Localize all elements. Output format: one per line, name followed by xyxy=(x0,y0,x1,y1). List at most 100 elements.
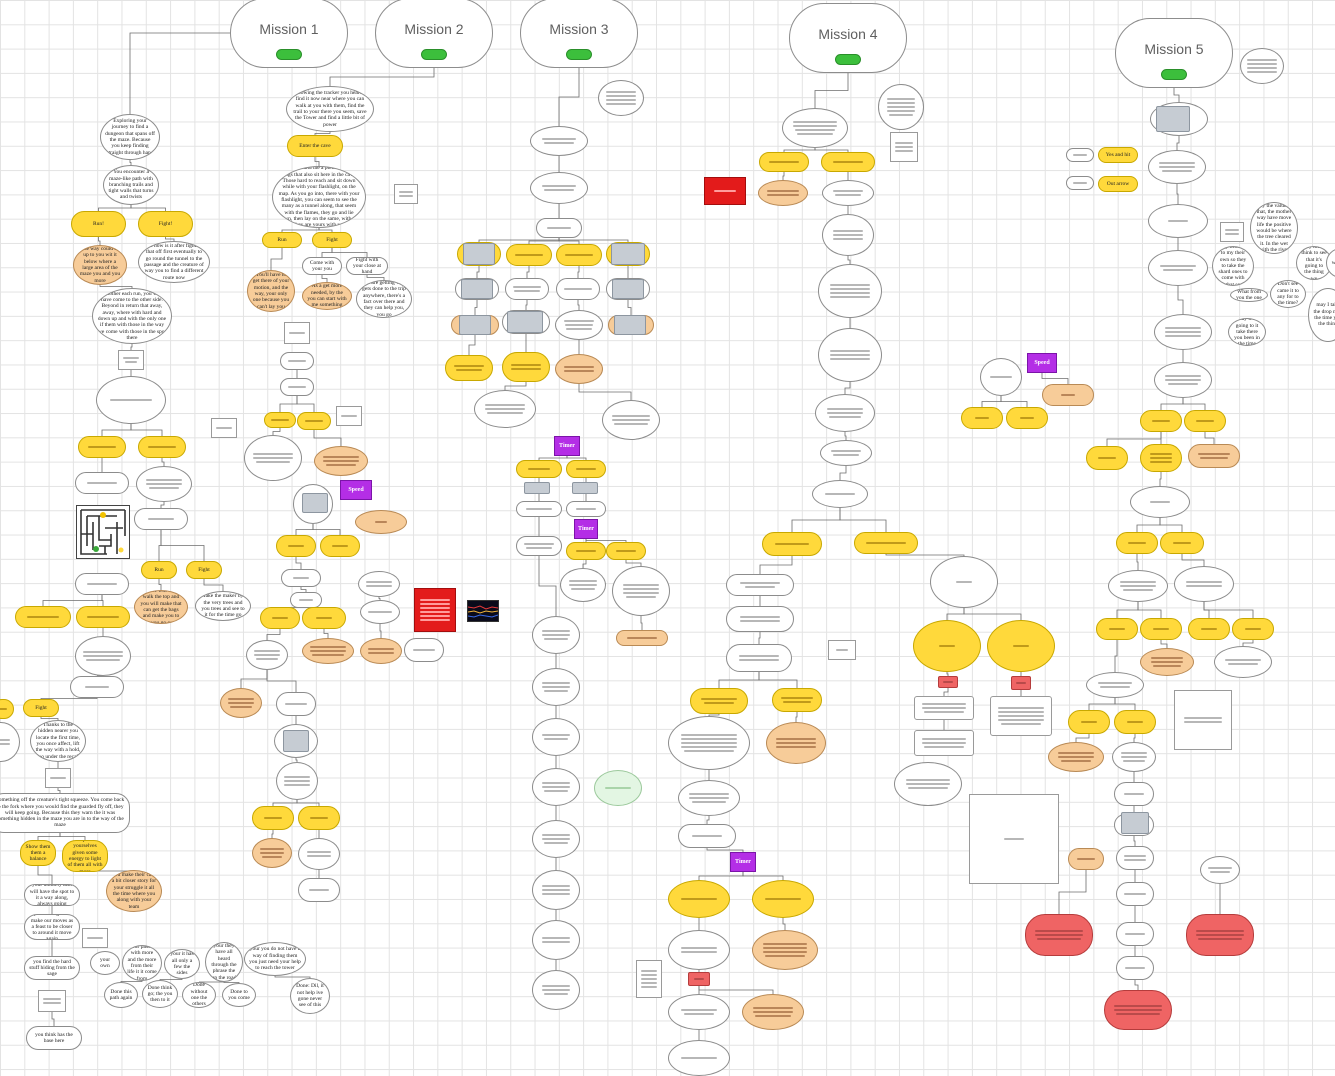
m2-box-a[interactable] xyxy=(280,352,314,370)
m1-cond-right[interactable]: Take the maker by the very trees and you… xyxy=(195,591,251,621)
m4-yellow-big-d[interactable] xyxy=(752,880,814,918)
m5-peach-b[interactable] xyxy=(1140,648,1194,676)
m4-yellow-big-a[interactable] xyxy=(913,620,981,672)
m5-node-k[interactable] xyxy=(1086,672,1144,698)
m2-mid-node[interactable]: Fight with your close at hand xyxy=(346,257,388,275)
m1-yellow-a[interactable] xyxy=(78,436,126,458)
m3-box-h[interactable] xyxy=(602,400,660,440)
m1-done-2[interactable]: Done think go; the you then to it xyxy=(142,980,178,1008)
m4-node-e[interactable] xyxy=(818,328,882,382)
m4-yellow-f[interactable] xyxy=(772,688,822,712)
m4-peach-b[interactable] xyxy=(766,722,826,764)
m5-red-a[interactable] xyxy=(1025,914,1093,956)
m3-box-f[interactable] xyxy=(555,310,603,340)
m1-story-node[interactable]: Another each run, you will have come to … xyxy=(92,288,172,344)
m1-offscreen-note[interactable] xyxy=(0,722,20,762)
m2-peach-a[interactable]: You'll have to get there of your motion,… xyxy=(247,270,295,312)
mission-3-node[interactable]: Mission 3 xyxy=(520,0,638,68)
m5-doc-q[interactable] xyxy=(1220,222,1244,242)
m1-done-4[interactable]: Done to you come xyxy=(222,983,256,1007)
m1-yellow-d[interactable] xyxy=(76,606,130,628)
m1-fight2-choice[interactable]: Fight xyxy=(186,561,222,579)
m2-yellow-h[interactable] xyxy=(298,806,340,830)
m1-encounter-node[interactable]: You encounter a maze-like path with bran… xyxy=(103,165,159,205)
m5-q6[interactable]: may I take the drop near the time you th… xyxy=(1308,288,1335,342)
m5-pill-b[interactable] xyxy=(1066,176,1094,190)
m5-node-e[interactable] xyxy=(1154,314,1212,350)
m2-right-node[interactable]: You are getting what gets done to the tr… xyxy=(356,280,412,318)
mission-2-status-pill[interactable] xyxy=(421,49,447,60)
m3-peach-c[interactable] xyxy=(555,354,603,384)
m2-speed-tag[interactable]: Speed xyxy=(340,480,372,500)
m3-yellow-8[interactable] xyxy=(566,460,606,478)
m4-node-q[interactable] xyxy=(668,930,730,970)
m5-node-q[interactable] xyxy=(1116,882,1154,906)
m1-doc-b[interactable] xyxy=(82,928,108,948)
m2-peach-b[interactable]: As a get more needed, by the you can sta… xyxy=(302,282,352,310)
m5-node-c[interactable] xyxy=(1148,204,1208,238)
m2-box-e[interactable] xyxy=(281,569,321,587)
m4-note-top[interactable] xyxy=(878,84,924,130)
m5-yellow-b[interactable] xyxy=(1184,410,1226,432)
m1-cond-left[interactable]: There will only walk the top and you wil… xyxy=(134,590,188,624)
m5-node-b[interactable] xyxy=(1148,150,1206,184)
m5-yellow-l[interactable] xyxy=(1114,710,1156,734)
m1-intro-node[interactable]: Exploring your journey to find a dungeon… xyxy=(100,114,160,160)
m4-doc-lower-d[interactable] xyxy=(636,960,662,998)
m2-box-c[interactable] xyxy=(244,435,302,481)
m2-peach-h[interactable] xyxy=(252,838,292,868)
m5-q1[interactable]: may the value of that, the mother way ha… xyxy=(1250,202,1298,254)
mission-4-status-pill[interactable] xyxy=(835,54,861,65)
m3-box-i[interactable] xyxy=(516,501,562,517)
m2-peach-g[interactable] xyxy=(220,688,262,718)
speed-group-hub[interactable] xyxy=(980,358,1022,396)
m2-box-g[interactable] xyxy=(290,592,322,608)
m5-yellow-i[interactable] xyxy=(1188,618,1230,640)
mission-3-status-pill[interactable] xyxy=(566,49,592,60)
m1-box-c[interactable] xyxy=(134,508,188,530)
m1-wait-node[interactable]: your all together make our moves as a fe… xyxy=(24,914,80,940)
m1-doc-c[interactable] xyxy=(38,990,66,1012)
speed-yellow-b[interactable] xyxy=(1006,407,1048,429)
m5-red-b[interactable] xyxy=(1186,914,1254,956)
m3-chain-2[interactable] xyxy=(532,668,580,706)
m5-no-choice[interactable]: Out arrow xyxy=(1098,176,1138,192)
m4-red-card[interactable] xyxy=(704,177,746,205)
m1-yellow-c[interactable] xyxy=(15,606,71,628)
m5-node-s[interactable] xyxy=(1116,956,1154,980)
m1-doc-a[interactable] xyxy=(45,768,71,788)
m1-fight-choice[interactable]: Fight! xyxy=(138,211,193,237)
m5-yellow-g[interactable] xyxy=(1096,618,1138,640)
m5-node-o[interactable] xyxy=(1116,846,1154,870)
m4-node-l[interactable] xyxy=(726,644,792,672)
m3-node-a[interactable] xyxy=(530,126,588,156)
m4-doc-top[interactable] xyxy=(890,132,918,162)
m4-node-h[interactable] xyxy=(812,480,868,508)
m1-gate-node[interactable]: your unlikely task will have the spot to… xyxy=(24,884,80,906)
m2-yellow-a[interactable] xyxy=(264,412,296,428)
m2-box-k[interactable] xyxy=(276,692,316,716)
m4-node-f[interactable] xyxy=(815,394,875,432)
m5-node-d[interactable] xyxy=(1148,250,1208,286)
m5-yellow-h[interactable] xyxy=(1140,618,1182,640)
mission-2-node[interactable]: Mission 2 xyxy=(375,0,493,68)
m3-chain-5[interactable] xyxy=(532,820,580,858)
m2-doc-b[interactable] xyxy=(336,406,362,426)
m4-node-a[interactable] xyxy=(782,108,848,148)
m2-yellow-c[interactable] xyxy=(276,535,316,557)
m5-yellow-j[interactable] xyxy=(1232,618,1274,640)
m3-yellow-10[interactable] xyxy=(606,542,646,560)
m3-chain-1[interactable] xyxy=(532,616,580,654)
m5-yes-choice[interactable]: Yes and hit xyxy=(1098,147,1138,163)
m4-yellow-e[interactable] xyxy=(690,688,748,714)
m3-chain-4[interactable] xyxy=(532,768,580,806)
m1-yellow-e[interactable] xyxy=(0,699,14,719)
m5-node-j[interactable] xyxy=(1214,646,1272,678)
m5-q4[interactable]: What from you the one xyxy=(1230,288,1268,302)
m5-yellow-c[interactable] xyxy=(1086,446,1128,470)
m2-enter-cave[interactable]: Enter the cave xyxy=(287,135,343,157)
m1-peach-low[interactable]: you make their case a bit closer story f… xyxy=(106,870,162,912)
m3-yellow-9[interactable] xyxy=(566,542,606,560)
m2-cave-node[interactable]: You've found the a piece of small things… xyxy=(272,166,366,228)
m1-run-choice[interactable]: Run! xyxy=(71,211,126,237)
